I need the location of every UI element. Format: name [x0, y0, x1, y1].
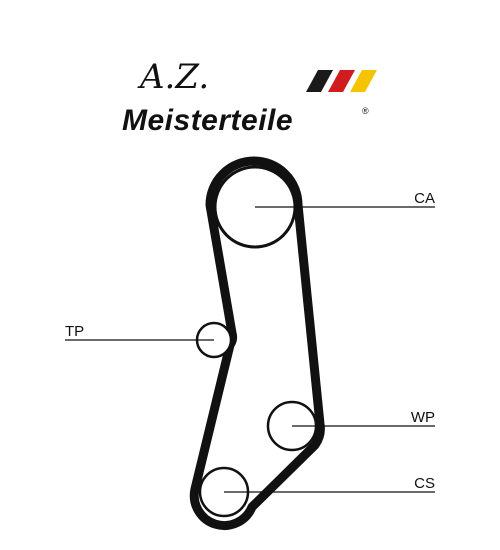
label-tp: TP — [65, 323, 84, 340]
flag-stripes — [306, 70, 377, 92]
registered-mark: ® — [362, 106, 369, 116]
callout-lines — [65, 206, 435, 493]
logo-script: A.Z. — [137, 57, 209, 97]
flag-stripe-gold — [350, 70, 377, 92]
flag-stripe-red — [328, 70, 355, 92]
brand-logo: A.Z. Meisterteile ® — [122, 57, 377, 137]
logo-brand: Meisterteile — [122, 104, 293, 137]
flag-stripe-black — [306, 70, 333, 92]
label-wp: WP — [411, 409, 435, 426]
timing-belt — [189, 156, 325, 531]
label-ca: CA — [414, 190, 435, 207]
label-cs: CS — [414, 475, 435, 492]
